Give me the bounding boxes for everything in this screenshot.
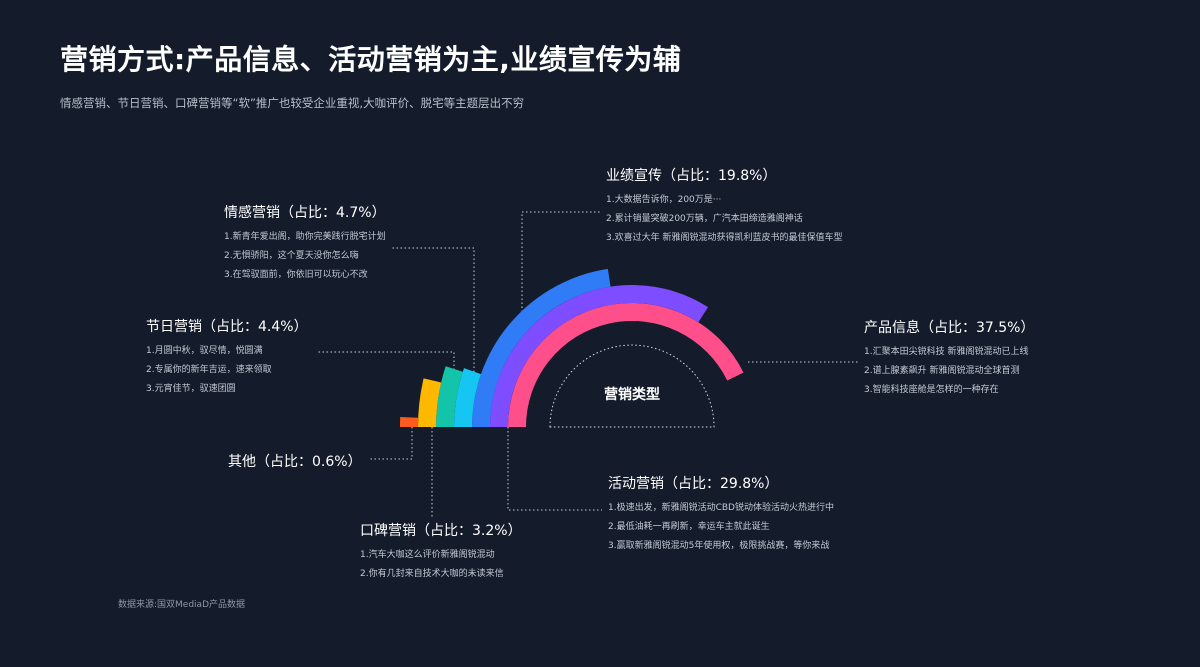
category-item: 1.新青年爱出阁，助你完美践行脱宅计划 (224, 232, 386, 242)
category-event-marketing: 活动营销（占比：29.8%） 1.极速出发，新雅阁锐活动CBD锐动体验活动火热进… (608, 473, 834, 556)
category-item: 2.专属你的新年吉运，速来领取 (146, 365, 272, 375)
category-label: 业绩宣传（占比：19.8%） (606, 168, 777, 184)
category-holiday-marketing: 节日营销（占比：4.4%） 1.月圆中秋，驭尽情，悦圆满 2.专属你的新年吉运，… (146, 316, 308, 399)
category-item: 2.累计销量突破200万辆，广汽本田缔造雅阁神话 (606, 214, 803, 224)
category-item: 1.极速出发，新雅阁锐活动CBD锐动体验活动火热进行中 (608, 503, 834, 513)
category-item: 3.赢取新雅阁锐混动5年使用权，极限挑战赛，等你来战 (608, 541, 830, 551)
leader-line (390, 247, 475, 376)
arc-segment (508, 303, 744, 428)
category-other: 其他（占比：0.6%） (228, 451, 362, 471)
leader-line (370, 427, 413, 460)
category-item: 1.月圆中秋，驭尽情，悦圆满 (146, 346, 263, 356)
category-item: 2.谱上腺素飙升 新雅阁锐混动全球首测 (864, 366, 1020, 376)
arc-segment (436, 366, 463, 428)
category-label: 活动营销（占比：29.8%） (608, 476, 779, 492)
category-item: 2.无惧骄阳，这个夏天没你怎么嗨 (224, 251, 359, 261)
leader-line (318, 351, 455, 374)
arc-segment (418, 378, 442, 428)
category-item: 1.大数据告诉你，200万是··· (606, 195, 722, 205)
category-label: 口碑营销（占比：3.2%） (360, 523, 522, 539)
category-performance-promo: 业绩宣传（占比：19.8%） 1.大数据告诉你，200万是··· 2.累计销量突… (606, 165, 842, 248)
category-item: 1.汽车大咖这么评价新雅阁锐混动 (360, 550, 495, 560)
arc-segment (490, 285, 709, 428)
category-item: 2.最低油耗一再刷新，幸运车主就此诞生 (608, 522, 770, 532)
page-subtitle: 情感营销、节日营销、口碑营销等“软”推广也较受企业重视,大咖评价、脱宅等主题层出… (60, 96, 525, 110)
category-item: 1.汇聚本田尖锐科技 新雅阁锐混动已上线 (864, 347, 1029, 357)
data-source: 数据来源:国双MediaD产品数据 (118, 600, 245, 610)
arc-segment (472, 268, 611, 428)
arc-segment (454, 368, 482, 428)
inner-semicircle (549, 344, 715, 428)
category-item: 2.你有几封来自技术大咖的未读来信 (360, 569, 504, 579)
category-item: 3.智能科技座舱是怎样的一种存在 (864, 385, 999, 395)
leader-line (507, 427, 602, 511)
category-item: 3.在驾驭面前，你依旧可以玩心不改 (224, 270, 368, 280)
category-item: 3.元宵佳节，驭速团圆 (146, 384, 236, 394)
category-label: 情感营销（占比：4.7%） (224, 205, 386, 221)
category-label: 节日营销（占比：4.4%） (146, 319, 308, 335)
page-title: 营销方式:产品信息、活动营销为主,业绩宣传为辅 (60, 43, 682, 76)
category-item: 3.欢喜过大年 新雅阁锐混动获得凯利蓝皮书的最佳保值车型 (606, 233, 843, 243)
category-emotional-marketing: 情感营销（占比：4.7%） 1.新青年爱出阁，助你完美践行脱宅计划 2.无惧骄阳… (224, 202, 386, 285)
category-product-info: 产品信息（占比：37.5%） 1.汇聚本田尖锐科技 新雅阁锐混动已上线 2.谱上… (864, 317, 1034, 400)
center-label: 营销类型 (604, 387, 660, 403)
category-label: 其他（占比：0.6%） (228, 454, 362, 470)
leader-line (521, 211, 600, 312)
category-label: 产品信息（占比：37.5%） (864, 320, 1035, 336)
category-word-of-mouth: 口碑营销（占比：3.2%） 1.汽车大咖这么评价新雅阁锐混动 2.你有几封来自技… (360, 520, 522, 584)
